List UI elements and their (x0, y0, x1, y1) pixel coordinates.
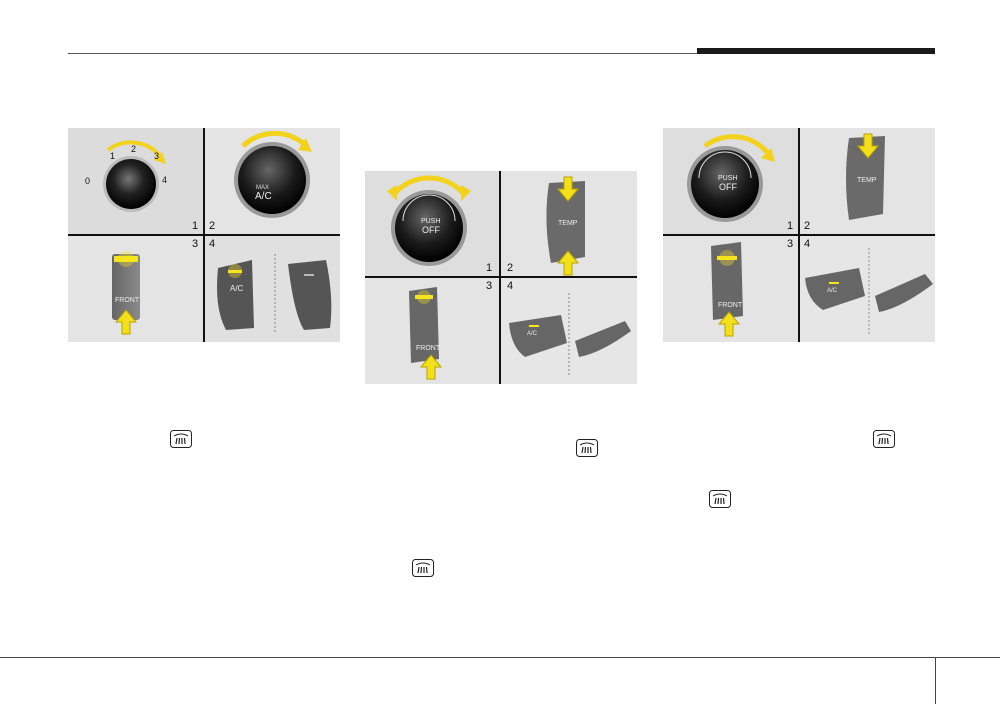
header-accent-bar (697, 48, 935, 54)
temp-label: TEMP (857, 177, 877, 184)
figure-middle: PUSH OFF TEMP FRONT A/C 1 2 3 4 (365, 171, 637, 384)
front-defrost-icon (576, 439, 598, 457)
push-label: PUSH (718, 175, 738, 182)
ac-knob-label: A/C (255, 191, 272, 202)
off-label: OFF (719, 182, 737, 192)
figure-right-drawing (663, 128, 935, 342)
fig-number-3: 3 (486, 280, 493, 292)
front-label: FRONT (115, 297, 140, 304)
ac-label-middle: A/C (527, 331, 538, 337)
ac-button-label: A/C (230, 284, 244, 293)
fig-number-1: 1 (486, 262, 493, 274)
knob-label-1: 1 (110, 151, 116, 161)
fig-number-2: 2 (804, 220, 811, 232)
figure-middle-drawing (365, 171, 637, 384)
figure-left-drawing (68, 128, 340, 342)
front-defrost-icon (709, 490, 731, 508)
fig-number-4: 4 (804, 238, 811, 250)
fig-number-4: 4 (209, 238, 216, 250)
knob-label-3: 3 (154, 151, 160, 161)
fig-number-2: 2 (507, 262, 514, 274)
fig-number-2: 2 (209, 220, 216, 232)
front-label-middle: FRONT (416, 345, 441, 352)
front-label-right: FRONT (718, 302, 743, 309)
figure-left: 0 1 2 3 4 MAX A/C FRONT A/C 1 2 3 4 (68, 128, 340, 342)
fig-number-4: 4 (507, 280, 514, 292)
fig-number-1: 1 (787, 220, 794, 232)
header-rule (68, 53, 935, 54)
fig-number-3: 3 (787, 238, 794, 250)
fig-number-3: 3 (192, 238, 199, 250)
ac-label-right: A/C (827, 288, 838, 294)
knob-label-2: 2 (131, 144, 137, 154)
push-label: PUSH (421, 218, 441, 225)
front-defrost-icon (412, 559, 434, 577)
front-defrost-icon (170, 430, 192, 448)
knob-label-0: 0 (85, 176, 91, 186)
footer-rule (0, 657, 1000, 658)
footer-divider (935, 657, 936, 704)
fig-number-1: 1 (192, 220, 199, 232)
figure-right: PUSH OFF TEMP FRONT A/C 1 2 3 4 (663, 128, 935, 342)
max-label: MAX (256, 185, 270, 191)
temp-label: TEMP (558, 220, 578, 227)
front-defrost-icon (873, 430, 895, 448)
knob-label-4: 4 (162, 175, 168, 185)
off-label: OFF (422, 225, 440, 235)
